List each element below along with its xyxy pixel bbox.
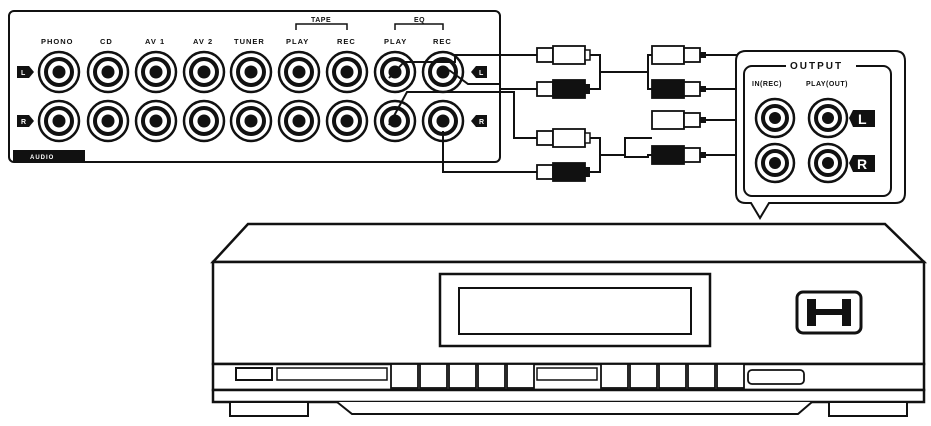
output-left-marker-label: L (858, 111, 867, 127)
jack-row-right (37, 99, 465, 143)
deck-bottom-base (211, 388, 926, 404)
rca-jack (37, 99, 81, 143)
deck-bottom-trim (336, 401, 813, 415)
rca-jack (86, 50, 130, 94)
input-label-av1: AV 1 (145, 37, 165, 46)
output-title-bg (786, 58, 856, 72)
rca-plug-black (651, 145, 706, 165)
deck-left-foot (229, 401, 309, 417)
rca-plug-white (536, 128, 591, 148)
rca-jack (134, 50, 178, 94)
rca-jack (373, 99, 417, 143)
rca-jack (134, 99, 178, 143)
rca-jack (86, 99, 130, 143)
deck-level-slider[interactable] (747, 369, 805, 385)
output-left-marker (849, 110, 875, 127)
audio-badge (13, 150, 85, 162)
deck-logo (795, 290, 863, 335)
eq-group-bracket (394, 23, 444, 30)
input-label-tape-play: PLAY (286, 37, 309, 46)
deck-function-button[interactable] (629, 363, 658, 389)
input-label-tuner: TUNER (234, 37, 265, 46)
cable-eq-rec-right (442, 131, 537, 173)
jack-row-left (37, 50, 465, 94)
deck-jack-in-left (754, 97, 796, 139)
rca-jack (277, 99, 321, 143)
deck-function-button[interactable] (716, 363, 745, 389)
rca-plug-white (651, 45, 706, 65)
eq-left-marker-label: L (479, 70, 484, 77)
right-channel-marker-label: R (21, 119, 26, 126)
rca-jack (229, 50, 273, 94)
deck-top-surface (210, 222, 928, 264)
rca-jack (277, 50, 321, 94)
amplifier-rear-panel: AUDIO TAPE EQ PHONO CD AV 1 AV 2 TUNER P… (8, 10, 501, 163)
cassette-deck (210, 222, 928, 417)
deck-transport-button[interactable] (477, 363, 506, 389)
deck-counter-slot (536, 367, 598, 381)
output-panel: OUTPUT IN(REC) PLAY(OUT) L R (735, 50, 906, 220)
output-right-marker (849, 155, 875, 172)
output-right-marker-label: R (857, 156, 867, 172)
deck-transport-button[interactable] (448, 363, 477, 389)
deck-transport-button[interactable] (419, 363, 448, 389)
rca-jack (229, 99, 273, 143)
rca-jack (421, 99, 465, 143)
input-label-tape-rec: REC (337, 37, 356, 46)
deck-display-window-inner (458, 287, 692, 335)
input-label-phono: PHONO (41, 37, 74, 46)
cable-link-upper (590, 54, 652, 90)
input-label-cd: CD (100, 37, 113, 46)
rca-plug-white (536, 45, 591, 65)
rca-jack (37, 50, 81, 94)
rca-plug-black (536, 162, 590, 182)
rca-jack (421, 50, 465, 94)
deck-function-button[interactable] (600, 363, 629, 389)
input-label-eq-rec: REC (433, 37, 452, 46)
cable-link-lower (590, 137, 652, 173)
rca-jack (182, 50, 226, 94)
rca-plug-black (651, 79, 706, 99)
input-label-av2: AV 2 (193, 37, 213, 46)
eq-right-marker-label: R (479, 119, 484, 126)
rca-plug-white (651, 110, 706, 130)
eq-group-label: EQ (414, 17, 425, 24)
deck-eject-slot (276, 367, 388, 381)
deck-function-button[interactable] (687, 363, 716, 389)
rca-jack (182, 99, 226, 143)
left-channel-marker-label: L (21, 70, 26, 77)
eq-left-marker (471, 66, 487, 78)
tape-group-bracket (295, 23, 348, 30)
cable-eq-play-left (388, 54, 537, 79)
right-channel-marker (17, 115, 34, 127)
deck-right-foot (828, 401, 908, 417)
output-out-label: PLAY(OUT) (806, 81, 848, 88)
audio-badge-label: AUDIO (30, 155, 54, 161)
cable-eq-play-right (388, 91, 537, 139)
deck-function-button[interactable] (658, 363, 687, 389)
tape-group-label: TAPE (311, 17, 331, 24)
deck-transport-button[interactable] (506, 363, 535, 389)
rca-jack (325, 50, 369, 94)
cable-eq-rec-left (448, 69, 537, 90)
input-label-eq-play: PLAY (384, 37, 407, 46)
output-in-label: IN(REC) (752, 81, 782, 88)
deck-jack-out-left (807, 97, 849, 139)
rca-plug-black (536, 79, 590, 99)
left-channel-marker (17, 66, 34, 78)
rca-jack (325, 99, 369, 143)
eq-right-marker (471, 115, 487, 127)
deck-power-button[interactable] (235, 367, 273, 381)
deck-transport-button[interactable] (390, 363, 419, 389)
rca-plugs (536, 45, 706, 182)
deck-jack-out-right (807, 142, 849, 184)
output-title: OUTPUT (790, 61, 843, 72)
deck-jack-in-right (754, 142, 796, 184)
